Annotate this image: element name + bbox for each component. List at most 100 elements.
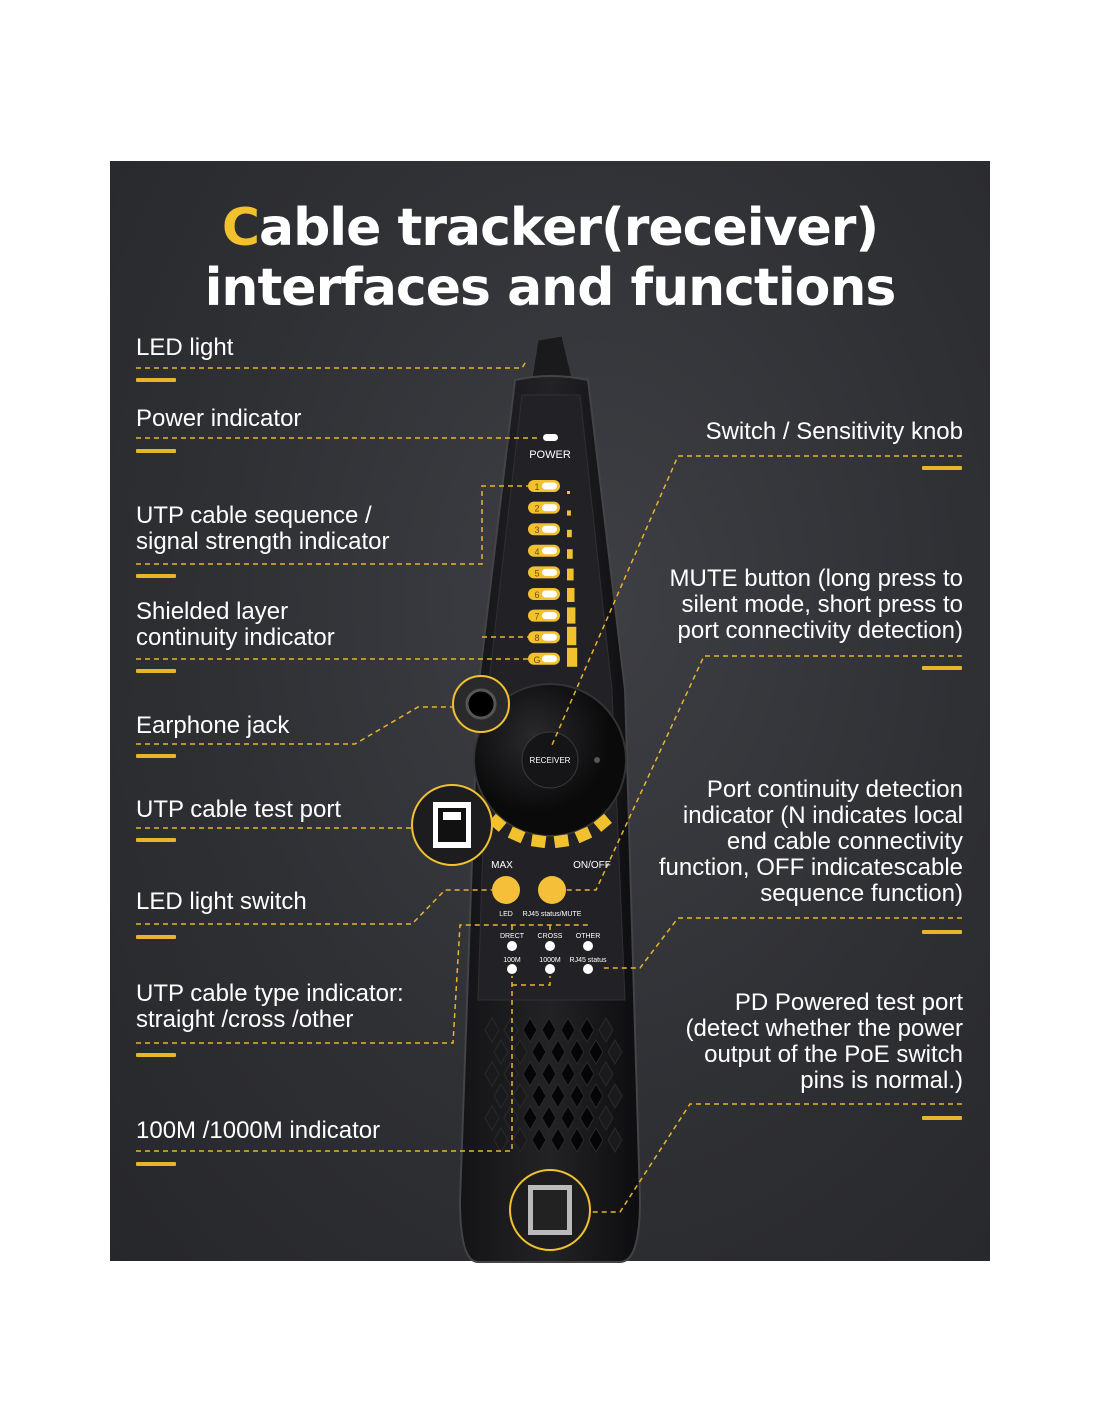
- speaker-hole: [579, 1105, 595, 1131]
- speaker-hole: [541, 1105, 557, 1131]
- label-power-indicator: Power indicator: [136, 406, 301, 432]
- label-switch-knob: Switch / Sensitivity knob: [706, 419, 963, 445]
- mute-button-center: [521, 731, 579, 789]
- speaker-hole: [541, 1061, 557, 1087]
- knob-scale-mark: [593, 813, 612, 832]
- speaker-hole: [522, 1017, 538, 1043]
- speaker-hole: [588, 1127, 604, 1153]
- speaker-hole: [579, 1017, 595, 1043]
- accent-bar: [136, 378, 176, 382]
- signal-bar: [567, 510, 571, 516]
- led-light: [542, 482, 557, 490]
- accent-bar: [922, 1116, 962, 1120]
- led-light: [542, 568, 557, 576]
- label-line: UTP cable sequence /: [136, 502, 372, 529]
- speaker-hole: [512, 1083, 528, 1109]
- speaker-hole: [531, 1039, 547, 1065]
- label-line: straight /cross /other: [136, 1006, 354, 1033]
- label-line: function, OFF indicatescable: [658, 854, 963, 881]
- title-accent-letter: C: [221, 198, 260, 258]
- speaker-hole: [598, 1061, 614, 1087]
- label-line: port connectivity detection): [677, 617, 963, 644]
- speaker-hole: [503, 1061, 519, 1087]
- signal-bar: [567, 549, 573, 559]
- label-line: sequence function): [760, 880, 963, 907]
- led-light: [542, 612, 557, 620]
- knob-scale-mark: [574, 826, 593, 844]
- led-number: 3: [534, 525, 539, 535]
- knob-label: RECEIVER: [530, 756, 571, 765]
- label-line: pins is normal.): [800, 1067, 963, 1094]
- knob-scale-mark: [530, 834, 547, 849]
- led-number: 7: [534, 612, 539, 622]
- speaker-hole: [512, 1039, 528, 1065]
- signal-bar: [567, 588, 575, 602]
- max-label: MAX: [491, 860, 513, 871]
- title-line2: interfaces and functions: [204, 258, 897, 318]
- label-line: Shielded layer: [136, 598, 289, 625]
- label-led-light: LED light: [136, 335, 233, 361]
- speed-led: [507, 964, 517, 974]
- led-number: 6: [534, 590, 539, 600]
- speaker-hole: [512, 1127, 528, 1153]
- label-line: MUTE button (long press to: [669, 565, 963, 592]
- led-button-label: LED: [499, 911, 513, 918]
- speaker-hole: [607, 1039, 623, 1065]
- speaker-hole: [588, 1083, 604, 1109]
- led-light: [542, 590, 557, 598]
- speaker-hole: [503, 1105, 519, 1131]
- knob-scale-mark: [553, 834, 570, 849]
- signal-bar: [567, 647, 578, 667]
- label-line: (detect whether the power: [685, 1015, 964, 1042]
- cable-type-label: CROSS: [538, 933, 563, 940]
- speaker-hole: [484, 1017, 500, 1043]
- cable-type-led: [545, 941, 555, 951]
- speaker-hole: [493, 1127, 509, 1153]
- led-number: 1: [534, 482, 539, 492]
- label-earphone-jack: Earphone jack: [136, 713, 289, 739]
- speaker-hole: [522, 1061, 538, 1087]
- accent-bar: [136, 1162, 176, 1166]
- label-line: indicator (N indicates local: [682, 802, 963, 829]
- speaker-hole: [560, 1017, 576, 1043]
- speed-label: RJ45 status: [570, 957, 607, 964]
- led-number: G: [533, 655, 540, 665]
- label-line: LED light: [136, 334, 234, 361]
- led-light: [542, 633, 557, 641]
- knob-scale-mark: [488, 813, 507, 832]
- speaker-hole: [579, 1061, 595, 1087]
- speaker-hole: [569, 1039, 585, 1065]
- speed-led: [583, 964, 593, 974]
- knob-scale-mark: [507, 826, 526, 844]
- label-utp-sequence: UTP cable sequence /signal strength indi…: [136, 503, 389, 555]
- leader-lines: [136, 359, 962, 1213]
- speaker-hole: [484, 1105, 500, 1131]
- label-line: signal strength indicator: [136, 528, 390, 555]
- speaker-hole: [560, 1061, 576, 1087]
- speaker-hole: [598, 1017, 614, 1043]
- label-line: Earphone jack: [136, 712, 290, 739]
- speaker-hole: [522, 1105, 538, 1131]
- speed-label: 1000M: [539, 957, 561, 964]
- label-line: Port continuity detection: [706, 776, 963, 803]
- label-line: LED light switch: [136, 888, 307, 915]
- label-utp-type: UTP cable type indicator:straight /cross…: [136, 981, 404, 1033]
- accent-bar: [136, 1053, 176, 1057]
- led-number: 8: [534, 633, 539, 643]
- speaker-hole: [588, 1039, 604, 1065]
- page-title: Cable tracker(receiver) interfaces and f…: [0, 198, 1100, 318]
- label-speed-indicator: 100M /1000M indicator: [136, 1118, 380, 1144]
- label-line: Switch / Sensitivity knob: [705, 418, 963, 445]
- label-line: Power indicator: [136, 405, 302, 432]
- speaker-hole: [493, 1083, 509, 1109]
- led-switch-button: [492, 876, 520, 904]
- speaker-hole: [541, 1017, 557, 1043]
- accent-bar: [136, 935, 176, 939]
- accent-bar: [922, 930, 962, 934]
- accent-bar: [922, 666, 962, 670]
- speaker-hole: [550, 1083, 566, 1109]
- accent-bar: [136, 754, 176, 758]
- signal-bar: [567, 568, 574, 581]
